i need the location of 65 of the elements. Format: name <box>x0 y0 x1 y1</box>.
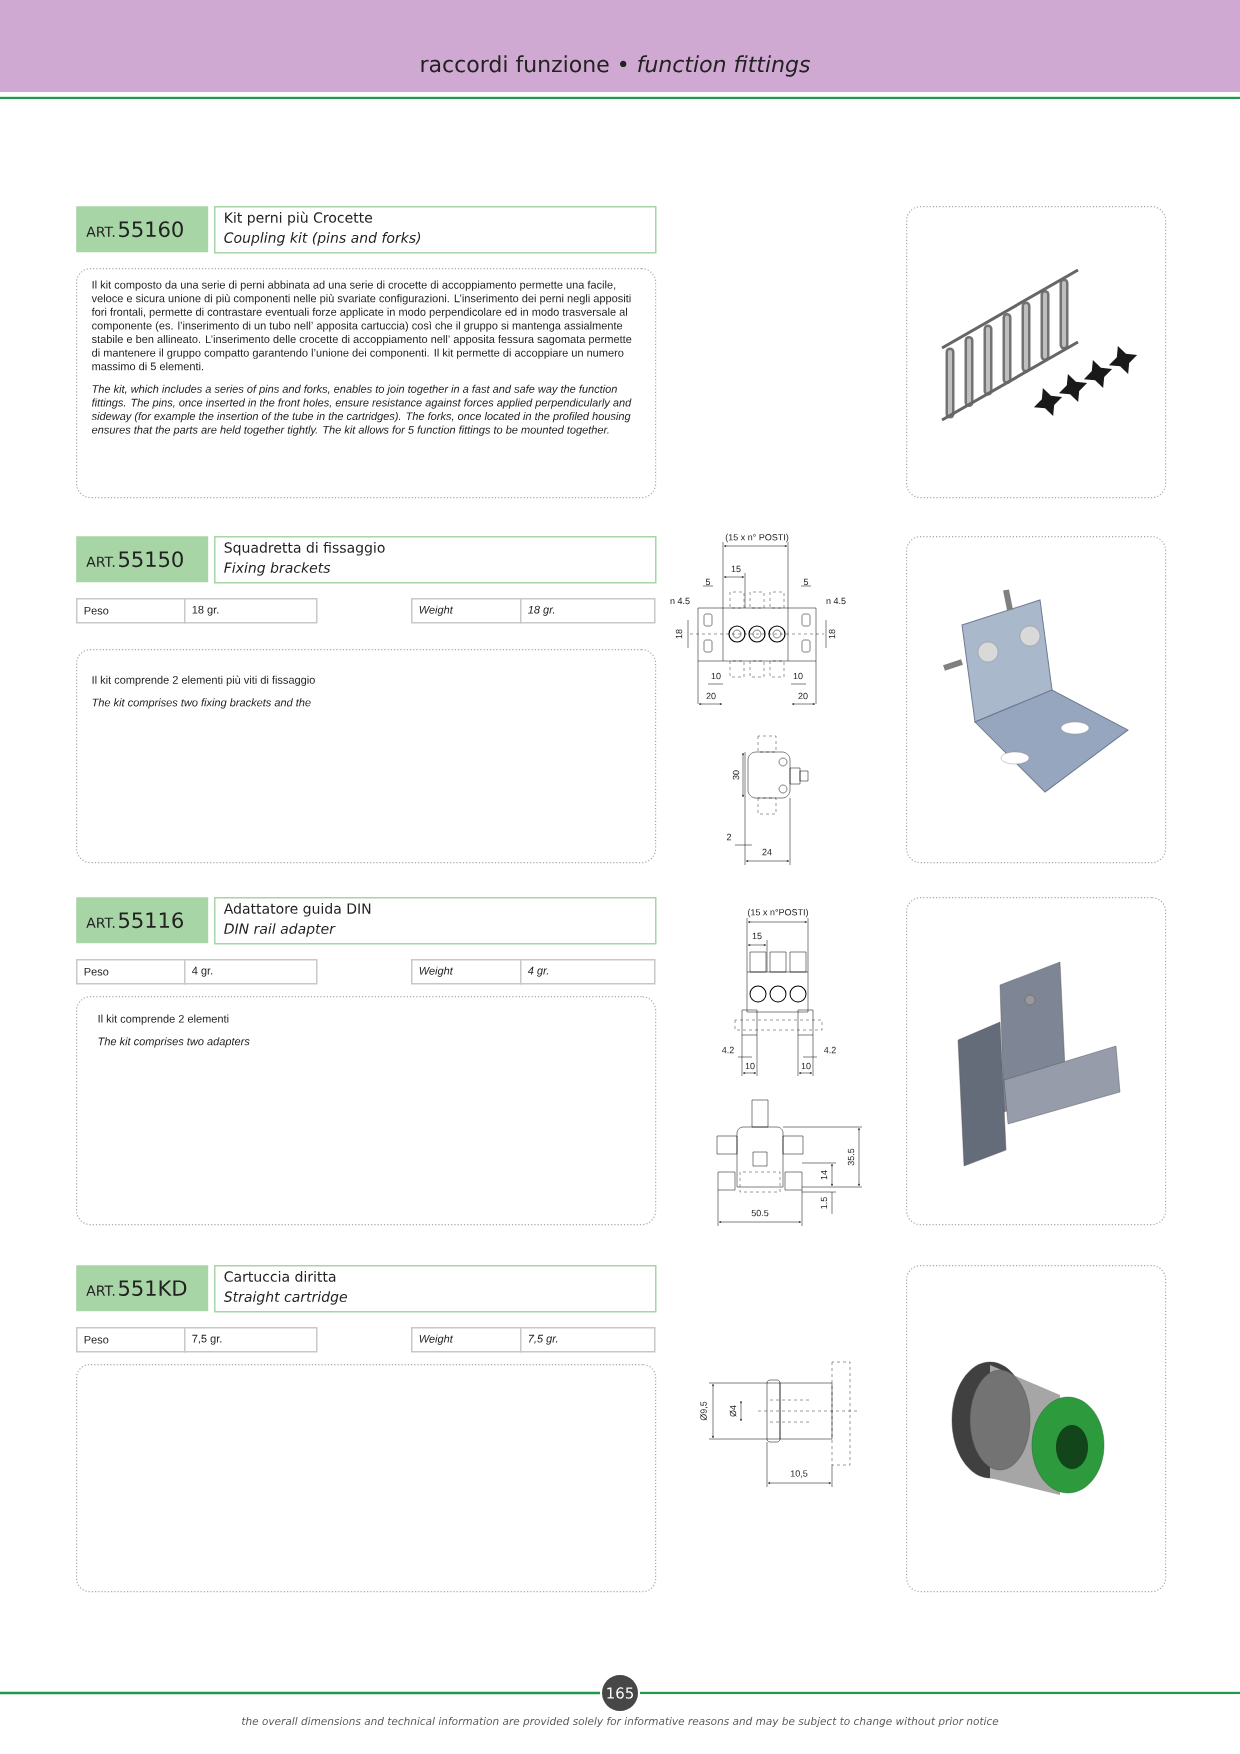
description-box <box>76 268 657 499</box>
table-cell: Peso <box>76 959 186 985</box>
article-number-box: ART. 551KD <box>76 1265 209 1312</box>
description-text: Il kit composto da una serie di perni abbinata ad una serie di crocette di accoppiamento permette una facile, veloce e sicura unione di più componenti nelle più svariate configurazioni. L’inserimento dei perni negli appositi fori frontali, permette di contrastare eventuali forze applicate in modo perpendicolare ed in modo trasversale al componente (es. l’inserimento di un tubo nell’ apposita cartuccia) così che il gruppo si mantenga assialmente stabile e ben allineato. L’inserimento delle crocette di accoppiamento nell’ apposita fessura sagomata permette di mantenere il gruppo compatto garantendo l’unione dei componenti. Il kit permette di accoppiare un numero massimo di 5 elementi. <box>91 280 632 371</box>
page-title: raccordi funzione • function fittings <box>421 55 810 77</box>
dimension-label: 5 <box>705 578 711 586</box>
dimension-label: 2 <box>726 833 732 841</box>
dimension-label: Ø4 <box>729 1405 737 1417</box>
description-text: The kit comprises two fixing brackets and the <box>92 698 311 709</box>
table-cell: 7,5 gr. <box>520 1327 656 1353</box>
dimension-label: 24 <box>762 848 772 856</box>
dimension-label: 35.5 <box>847 1148 855 1166</box>
dimension-label: (15 x n° POSTI) <box>725 533 789 543</box>
dimension-label: 18 <box>828 629 836 639</box>
dimension-label: 50.5 <box>751 1209 769 1217</box>
footnote: the overall dimensions and technical information are provided solely for informative reasons and may be subject to change without prior notice <box>242 1716 999 1728</box>
table-cell: 18 gr. <box>184 598 318 624</box>
dimension-label: 14 <box>820 1170 828 1180</box>
description-text: The kit comprises two adapters <box>98 1037 250 1048</box>
description-box <box>76 649 657 864</box>
table-cell: Weight <box>411 598 522 624</box>
dimension-label: Ø9,5 <box>700 1401 708 1421</box>
picture-panel <box>906 1265 1167 1593</box>
dimension-label: 10 <box>711 672 721 680</box>
table-cell: Weight <box>411 959 522 985</box>
dimension-label: 10,5 <box>790 1470 808 1478</box>
product-name-box: Kit perni più Crocette Coupling kit (pins and forks) <box>214 206 657 254</box>
description-text: The kit, which includes a series of pins and forks, enables to join together in a fast and safe way the function fittings. The pins, once inserted in the front holes, ensure resistance against forces applied perpendicularly and sideway (for example the insertion of the tube in the cartridges). The forks, once located in the profiled housing ensures that the parts are held together tightly. The kit allows for 5 function fittings to be mounted together. <box>91 384 632 436</box>
dimension-label: 5 <box>803 578 809 586</box>
page-number: 165 <box>602 1675 638 1711</box>
dimension-label: 10 <box>793 672 803 680</box>
dimension-label: 10 <box>801 1062 811 1070</box>
product-name-box: Squadretta di fissaggio Fixing brackets <box>214 536 657 584</box>
table-cell: 4 gr. <box>184 959 318 985</box>
table-cell: 18 gr. <box>520 598 656 624</box>
dimension-label: 30 <box>732 770 740 780</box>
table-cell: Peso <box>76 1327 186 1353</box>
description-text: Il kit comprende 2 elementi più viti di fissaggio <box>92 675 315 686</box>
picture-panel <box>906 206 1167 499</box>
table-cell: Weight <box>411 1327 522 1353</box>
table-cell: 4 gr. <box>520 959 656 985</box>
description-box <box>76 996 657 1226</box>
table-cell: 7,5 gr. <box>184 1327 318 1353</box>
picture-panel <box>906 897 1167 1226</box>
dimension-label: (15 x n°POSTI) <box>748 908 808 918</box>
dimension-label: n 4.5 <box>670 597 690 605</box>
description-text: Il kit comprende 2 elementi <box>98 1014 229 1025</box>
description-box <box>76 1364 657 1593</box>
product-name-box: Cartuccia diritta Straight cartridge <box>214 1265 657 1313</box>
dimension-label: 18 <box>675 629 683 639</box>
table-cell: Peso <box>76 598 186 624</box>
dimension-label: 1.5 <box>820 1197 828 1209</box>
article-number-box: ART. 55160 <box>76 206 209 253</box>
product-name-box: Adattatore guida DIN DIN rail adapter <box>214 897 657 945</box>
dimension-label: 4.2 <box>721 1046 734 1054</box>
picture-panel <box>906 536 1167 864</box>
dimension-label: 15 <box>731 565 741 573</box>
dimension-label: 10 <box>745 1062 755 1070</box>
dimension-label: 20 <box>798 692 808 700</box>
article-number-box: ART. 55116 <box>76 897 209 944</box>
dimension-label: 20 <box>706 692 716 700</box>
dimension-label: n 4.5 <box>826 597 846 605</box>
dimension-label: 15 <box>752 932 762 940</box>
article-number-box: ART. 55150 <box>76 536 209 583</box>
dimension-label: 4.2 <box>823 1046 836 1054</box>
